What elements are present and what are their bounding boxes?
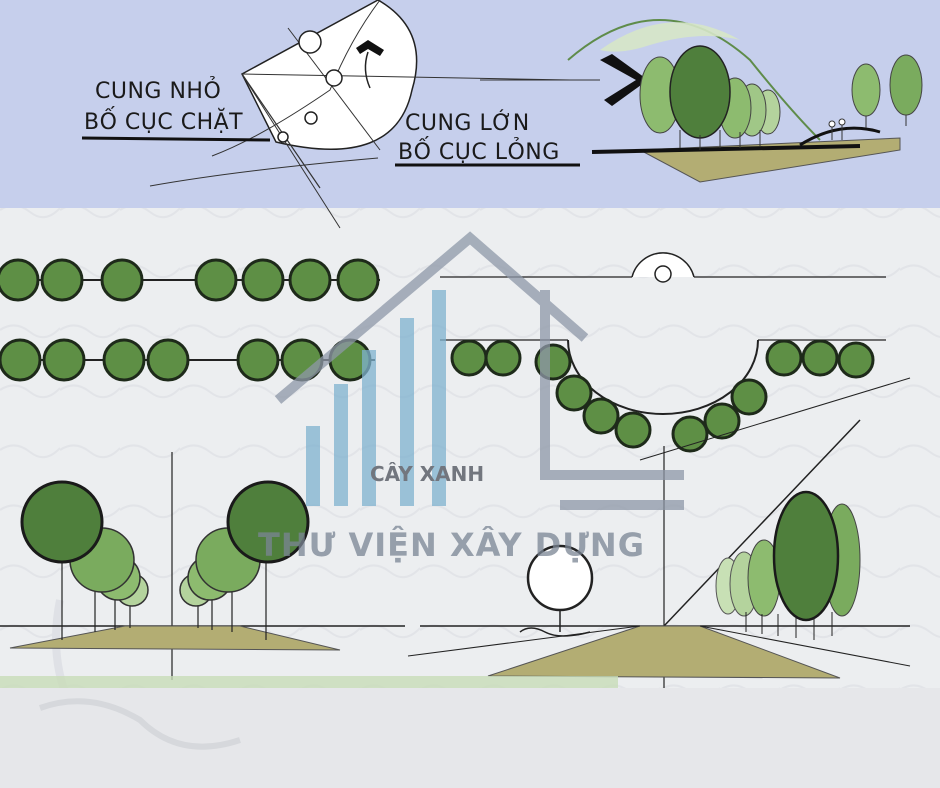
label-arc-small-2: BỐ CỤC CHẶT xyxy=(84,106,243,135)
node-circle xyxy=(325,69,343,87)
node-circle xyxy=(298,30,322,54)
arc-diagram: CUNG NHỎ BỐ CỤC CHẶT CUNG LỚN BỐ CỤC LỎN… xyxy=(81,0,580,229)
bar-icon xyxy=(400,318,414,506)
people-figures xyxy=(828,118,846,140)
path-line xyxy=(591,144,861,154)
tree-row-plan-1 xyxy=(0,258,380,302)
tree-perspective-top xyxy=(480,19,923,183)
hill-outline xyxy=(567,19,821,141)
path-curve xyxy=(799,126,881,147)
arc-horizontal-line xyxy=(241,73,571,81)
watermark-brand: THƯ VIỆN XÂY DỰNG xyxy=(258,526,645,564)
small-arc-curve xyxy=(149,157,379,187)
arrow-stem xyxy=(364,51,371,89)
distant-tree xyxy=(889,54,923,116)
ground-plane xyxy=(9,625,341,651)
hill-fill xyxy=(600,22,740,52)
label-arc-small-1: CUNG NHỎ xyxy=(95,76,221,104)
bar-icon xyxy=(306,426,320,506)
watermark: CÂY XANH THƯ VIỆN XÂY DỰNG xyxy=(258,231,684,564)
tree-row-plan-2 xyxy=(0,338,375,382)
distant-tree xyxy=(851,63,881,117)
label-arc-large-2: BỐ CỤC LỎNG xyxy=(398,136,560,165)
tree-group xyxy=(639,45,781,150)
node-circle xyxy=(304,111,318,125)
lower-panel xyxy=(0,688,940,788)
top-band xyxy=(0,0,940,208)
node-circle xyxy=(277,131,289,143)
tree-elevation-left xyxy=(0,452,405,680)
bar-icon xyxy=(540,290,550,470)
base-bar-icon xyxy=(540,470,684,480)
bg-swirl xyxy=(38,698,241,750)
chevron-right-icon xyxy=(600,54,648,106)
tree-cluster xyxy=(715,490,861,640)
label-underline xyxy=(81,136,271,142)
arc-radius-line xyxy=(241,73,321,189)
semicircle-plan xyxy=(440,252,911,461)
bar-icon xyxy=(334,384,348,506)
bar-icon xyxy=(432,290,446,506)
bottom-strip xyxy=(0,676,618,688)
label-arc-large-1: CUNG LỚN xyxy=(405,110,530,136)
base-bar-icon xyxy=(560,500,684,510)
arc-radius-line xyxy=(241,73,341,229)
tree-elevation-right xyxy=(407,419,911,690)
arrow-head-icon xyxy=(356,40,384,56)
watermark-subtitle: CÂY XANH xyxy=(370,462,484,486)
bar-icon xyxy=(362,350,376,506)
large-arc-curve xyxy=(211,0,381,157)
